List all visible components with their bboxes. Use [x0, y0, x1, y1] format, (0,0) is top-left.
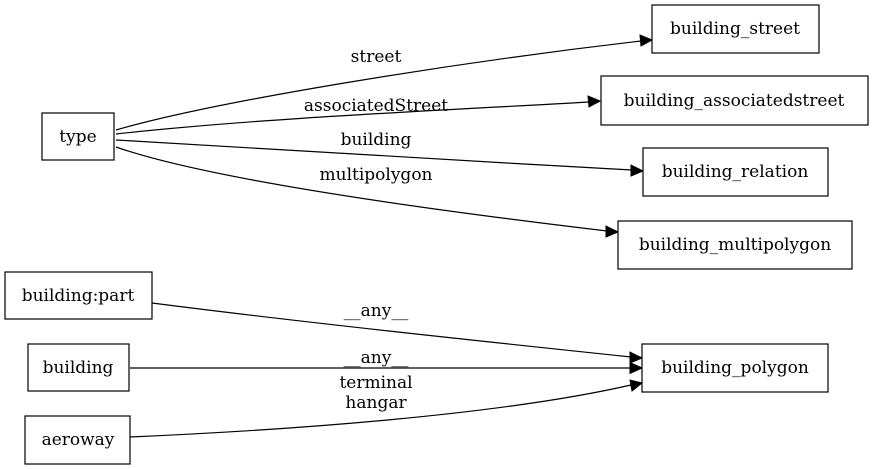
edge-type-building	[115, 139, 645, 177]
edge-label-terminal: terminal	[339, 373, 412, 393]
svg-text:building_relation: building_relation	[662, 162, 809, 182]
svg-text:building_multipolygon: building_multipolygon	[639, 235, 831, 255]
svg-text:building_associatedstreet: building_associatedstreet	[624, 91, 845, 111]
node-building-part: building:part	[4, 271, 153, 320]
svg-text:building_polygon: building_polygon	[661, 358, 809, 378]
node-aeroway: aeroway	[24, 415, 131, 465]
svg-text:building: building	[43, 358, 114, 378]
edge-label-hangar: hangar	[345, 393, 407, 413]
edge-label-building: building	[341, 130, 412, 150]
edge-aeroway-buildingpolygon	[129, 379, 644, 438]
node-building-multipolygon: building_multipolygon	[617, 220, 853, 270]
edge-type-street	[115, 34, 654, 131]
edge-label-multipolygon: multipolygon	[320, 165, 433, 185]
edge-label-street: street	[351, 47, 402, 67]
svg-text:building:part: building:part	[22, 286, 135, 306]
edge-building-buildingpolygon	[130, 361, 644, 375]
svg-text:aeroway: aeroway	[42, 430, 115, 450]
edge-buildingpart-buildingpolygon	[151, 302, 644, 364]
node-building: building	[27, 343, 130, 392]
node-type: type	[41, 112, 115, 161]
svg-text:type: type	[59, 127, 96, 147]
node-building-street: building_street	[651, 4, 820, 54]
node-building-relation: building_relation	[642, 147, 829, 197]
edge-type-associatedstreet	[115, 95, 602, 135]
node-building-associatedstreet: building_associatedstreet	[600, 75, 869, 126]
edge-label-part-any: __any__	[344, 301, 409, 321]
node-building-polygon: building_polygon	[641, 343, 829, 393]
edge-label-building-any: __any__	[344, 348, 409, 368]
edge-type-multipolygon	[115, 146, 620, 238]
svg-text:building_street: building_street	[670, 19, 800, 39]
edge-label-associatedstreet: associatedStreet	[304, 96, 448, 116]
